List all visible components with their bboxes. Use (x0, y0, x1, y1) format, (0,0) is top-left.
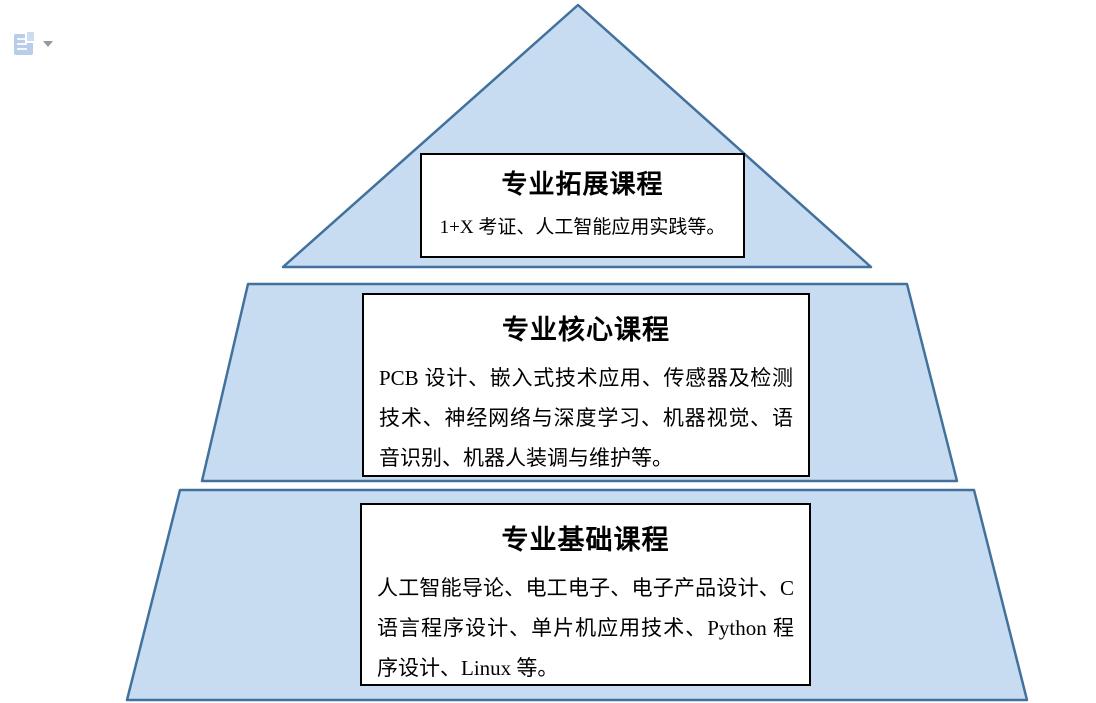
level-title: 专业拓展课程 (501, 170, 664, 199)
paste-options-button[interactable] (14, 31, 64, 57)
level-box-expansion[interactable]: 专业拓展课程 1+X 考证、人工智能应用实践等。 (420, 153, 745, 258)
level-body: 1+X 考证、人工智能应用实践等。 (439, 217, 726, 238)
chevron-down-icon (43, 41, 53, 47)
level-title: 专业基础课程 (501, 525, 670, 555)
paste-options-icon (14, 31, 34, 55)
level-box-core[interactable]: 专业核心课程 PCB 设计、嵌入式技术应用、传感器及检测技术、神经网络与深度学习… (362, 293, 810, 477)
level-box-foundation[interactable]: 专业基础课程 人工智能导论、电工电子、电子产品设计、C 语言程序设计、单片机应用… (360, 503, 811, 686)
level-body: 人工智能导论、电工电子、电子产品设计、C 语言程序设计、单片机应用技术、Pyth… (377, 576, 794, 680)
level-body: PCB 设计、嵌入式技术应用、传感器及检测技术、神经网络与深度学习、机器视觉、语… (379, 366, 793, 470)
level-title: 专业核心课程 (502, 315, 670, 345)
